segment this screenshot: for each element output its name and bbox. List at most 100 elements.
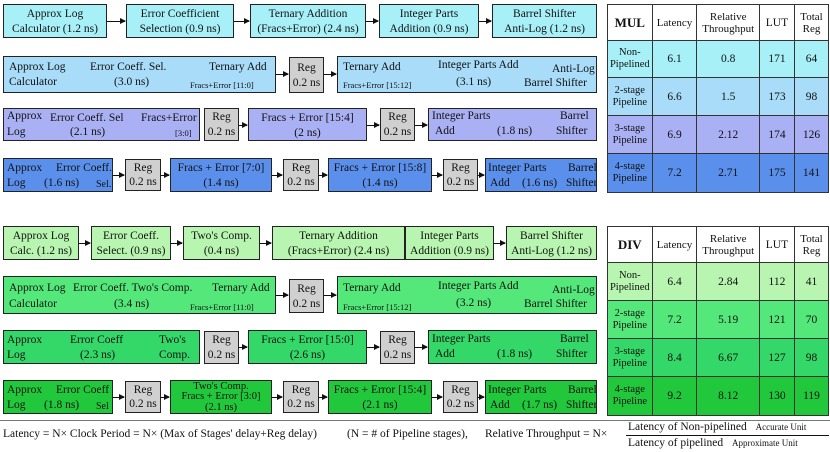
fraction-numerator: Latency of Non-pipelined Accurate Unit [628,421,806,433]
label: Relative [709,232,747,245]
arrow [260,239,272,246]
arrow [478,393,485,400]
label: (1.6 ns) [522,177,558,189]
div-r1-error-coeff: Error Coeff. Select. (0.9 ns) [91,226,171,260]
col-header-latency: Latency [651,4,698,41]
cell-lut: 121 [758,300,796,339]
div-r4-reg1: Reg 0.2 ns [125,381,161,413]
label: (1.7 ns) [522,399,558,411]
label: Latency of pipelined [628,437,724,449]
fraction-bar [626,435,829,436]
arrow [367,121,380,128]
label: Comp. [159,349,190,361]
label: Approx Log [9,282,66,294]
mul-r4-reg2: Reg 0.2 ns [283,159,319,191]
label: Shifter [566,177,597,189]
label: Ternary Addition [268,8,348,20]
label: Add [490,399,510,411]
div-r3-stage2: Fracs + Error [15:0] (2.6 ns) [248,330,367,364]
label: Barrel Shifter [524,298,587,310]
label: 0.2 ns [383,349,412,361]
label: Anti-Log (1.2 ns) [511,245,592,257]
label: Barrel [568,162,597,174]
cell-throughput: 5.19 [696,300,760,339]
label: Barrel Shifter [513,8,576,20]
label: Fracs + Error [7:0] [177,162,265,174]
label: Calculator [9,298,57,310]
arrow [432,393,443,400]
arrow [272,393,283,400]
col-header-latency: Latency [651,226,698,263]
label: Ternary Addition [299,230,378,242]
label: 0.2 ns [129,176,157,188]
label: 0.2 ns [446,176,475,188]
label: Accurate Unit [755,422,807,432]
label: Total [800,232,823,245]
label: Error Coeff. Sel. [90,61,167,73]
label: Error Coeff. [56,162,112,174]
label: Throughput [702,22,755,35]
label: 4-stage [614,161,645,172]
label: Reg [802,244,821,257]
cell-lut: 175 [758,153,796,193]
label: Anti-Log [552,63,595,75]
label: 3-stage [614,122,645,134]
label: Integer Parts Add [438,59,519,71]
arrow [479,17,492,24]
mul-r1-error-coeff: Error Coefficient Selection (0.9 ns) [126,4,234,38]
label: Error Coeff. Two's Comp. [73,282,193,294]
arrow [276,291,289,298]
cell-latency: 6.4 [651,262,698,301]
label: (2.6 ns) [289,349,326,361]
label: Calc. (1.2 ns) [10,245,72,257]
div-r3-stage3: Integer Parts Add (1.8 ns) Barrel Shifte… [428,330,597,364]
div-r1-integer-parts: Integer Parts Addition (0.9 ns) [405,226,494,260]
label: Approx Log [9,61,66,73]
label: 3-stage [614,345,645,357]
arrow [79,239,91,246]
label: Reg [451,162,470,174]
label: 0.2 ns [129,398,157,410]
label: 0.2 ns [207,126,236,138]
label: Add [490,177,510,189]
arrow [319,393,328,400]
label: (0.4 ns) [203,245,240,257]
label: Barrel Shifter [524,77,587,89]
cell-throughput: 2.84 [696,262,760,301]
mul-r1-integer-parts: Integer Parts Addition (0.9 ns) [379,4,479,38]
arrow [171,239,183,246]
arrow [107,17,126,24]
label: Reg [388,334,407,346]
cell-reg: 141 [794,153,829,193]
div-r4-reg2: Reg 0.2 ns [283,381,319,413]
label: Reg [291,384,311,396]
label: Pipeline [612,134,647,146]
mul-r3-stage2: Fracs + Error [15:4] (2 ns) [248,108,367,141]
label: (1.4 ns) [362,177,398,189]
mul-r1-approx-log: Approx Log Calculator (1.2 ns) [3,4,107,38]
label: Barrel [560,110,589,122]
label: Relative [709,10,747,23]
arrow [113,171,125,178]
cell-latency: 9.2 [651,376,698,416]
label: Reg [133,384,153,396]
label: Pipeline [612,357,647,369]
label: [3:0] [175,128,192,138]
fraction-denominator: Latency of pipelined Approximate Unit [628,437,798,449]
label: Approx [7,110,43,122]
arrow [272,171,283,178]
cell-latency: 6.1 [651,40,698,78]
mul-r4-reg1: Reg 0.2 ns [125,159,161,191]
label: Log [7,399,26,411]
label: Shifter [556,348,588,360]
label: Add [435,348,455,360]
label: Latency of Non-pipelined [628,421,747,433]
label: Pipeline [612,173,647,184]
label: Approx Log [12,230,70,242]
